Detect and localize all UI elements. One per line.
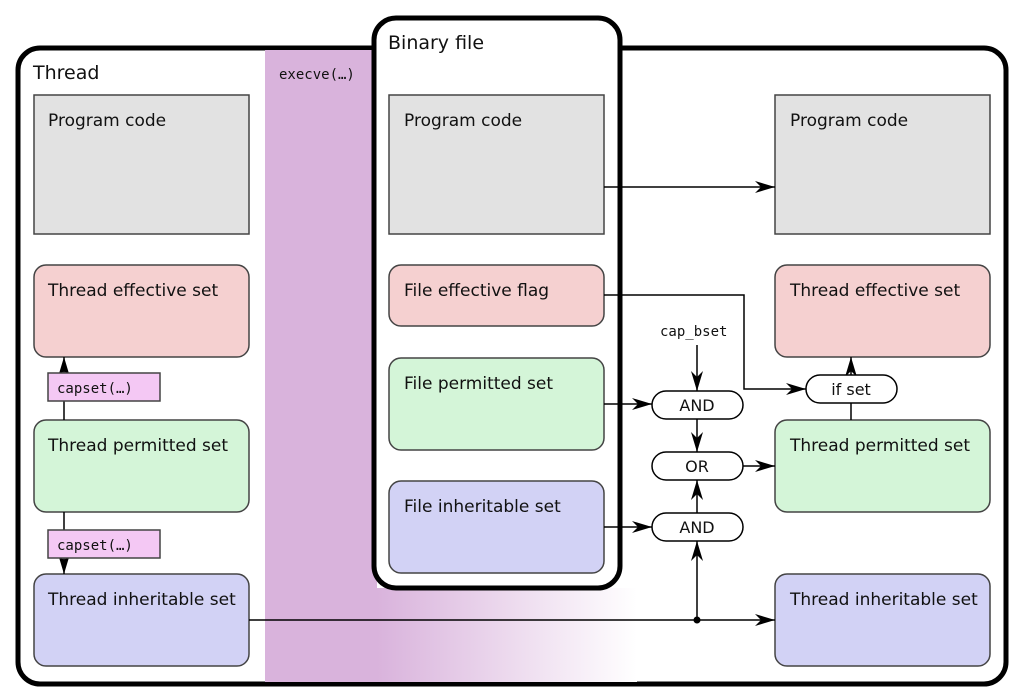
thread-permitted-box bbox=[33, 419, 250, 513]
result-effective-label: Thread effective set bbox=[789, 281, 960, 301]
result-program-code-box bbox=[774, 94, 991, 235]
and-lower-label: AND bbox=[679, 518, 714, 537]
if-set-label: if set bbox=[831, 380, 871, 399]
result-program-code-label: Program code bbox=[790, 111, 908, 131]
cap-bset-label: cap_bset bbox=[660, 324, 727, 340]
or-label: OR bbox=[685, 457, 709, 476]
thread-inheritable-label: Thread inheritable set bbox=[47, 590, 236, 610]
capset-upper-box bbox=[47, 372, 161, 402]
file-program-code-label: Program code bbox=[404, 111, 522, 131]
thread-program-code-box bbox=[33, 94, 250, 235]
if-set-pill bbox=[805, 374, 898, 404]
capset-upper-label: capset(…) bbox=[57, 381, 133, 397]
file-inheritable-label: File inheritable set bbox=[404, 497, 561, 517]
capset-lower-box bbox=[47, 529, 161, 559]
file-inheritable-box bbox=[388, 480, 605, 574]
thread-effective-box bbox=[33, 264, 250, 358]
file-permitted-label: File permitted set bbox=[404, 374, 553, 394]
binary-file-title: Binary file bbox=[388, 32, 484, 54]
result-inheritable-label: Thread inheritable set bbox=[789, 590, 978, 610]
execve-band-fade bbox=[377, 588, 637, 682]
and-upper-pill bbox=[651, 390, 744, 420]
and-upper-label: AND bbox=[679, 396, 714, 415]
thread-effective-label: Thread effective set bbox=[47, 281, 218, 301]
file-program-code-box bbox=[388, 94, 605, 235]
or-pill bbox=[651, 451, 744, 481]
junction-dot bbox=[693, 616, 701, 624]
capset-lower-label: capset(…) bbox=[57, 538, 133, 554]
result-permitted-box bbox=[774, 419, 991, 513]
file-effective-flag-label: File effective flag bbox=[404, 281, 549, 301]
effective-flag-connector bbox=[604, 294, 806, 395]
thread-inheritable-box bbox=[33, 573, 250, 667]
execve-label: execve(…) bbox=[279, 67, 355, 83]
result-inheritable-box bbox=[774, 573, 991, 667]
thread-permitted-label: Thread permitted set bbox=[47, 436, 228, 456]
result-permitted-label: Thread permitted set bbox=[789, 436, 970, 456]
thread-program-code-label: Program code bbox=[48, 111, 166, 131]
and-lower-pill bbox=[651, 512, 744, 542]
execve-band bbox=[265, 50, 377, 682]
thread-title: Thread bbox=[32, 62, 99, 84]
result-effective-box bbox=[774, 264, 991, 358]
file-permitted-box bbox=[388, 357, 605, 451]
